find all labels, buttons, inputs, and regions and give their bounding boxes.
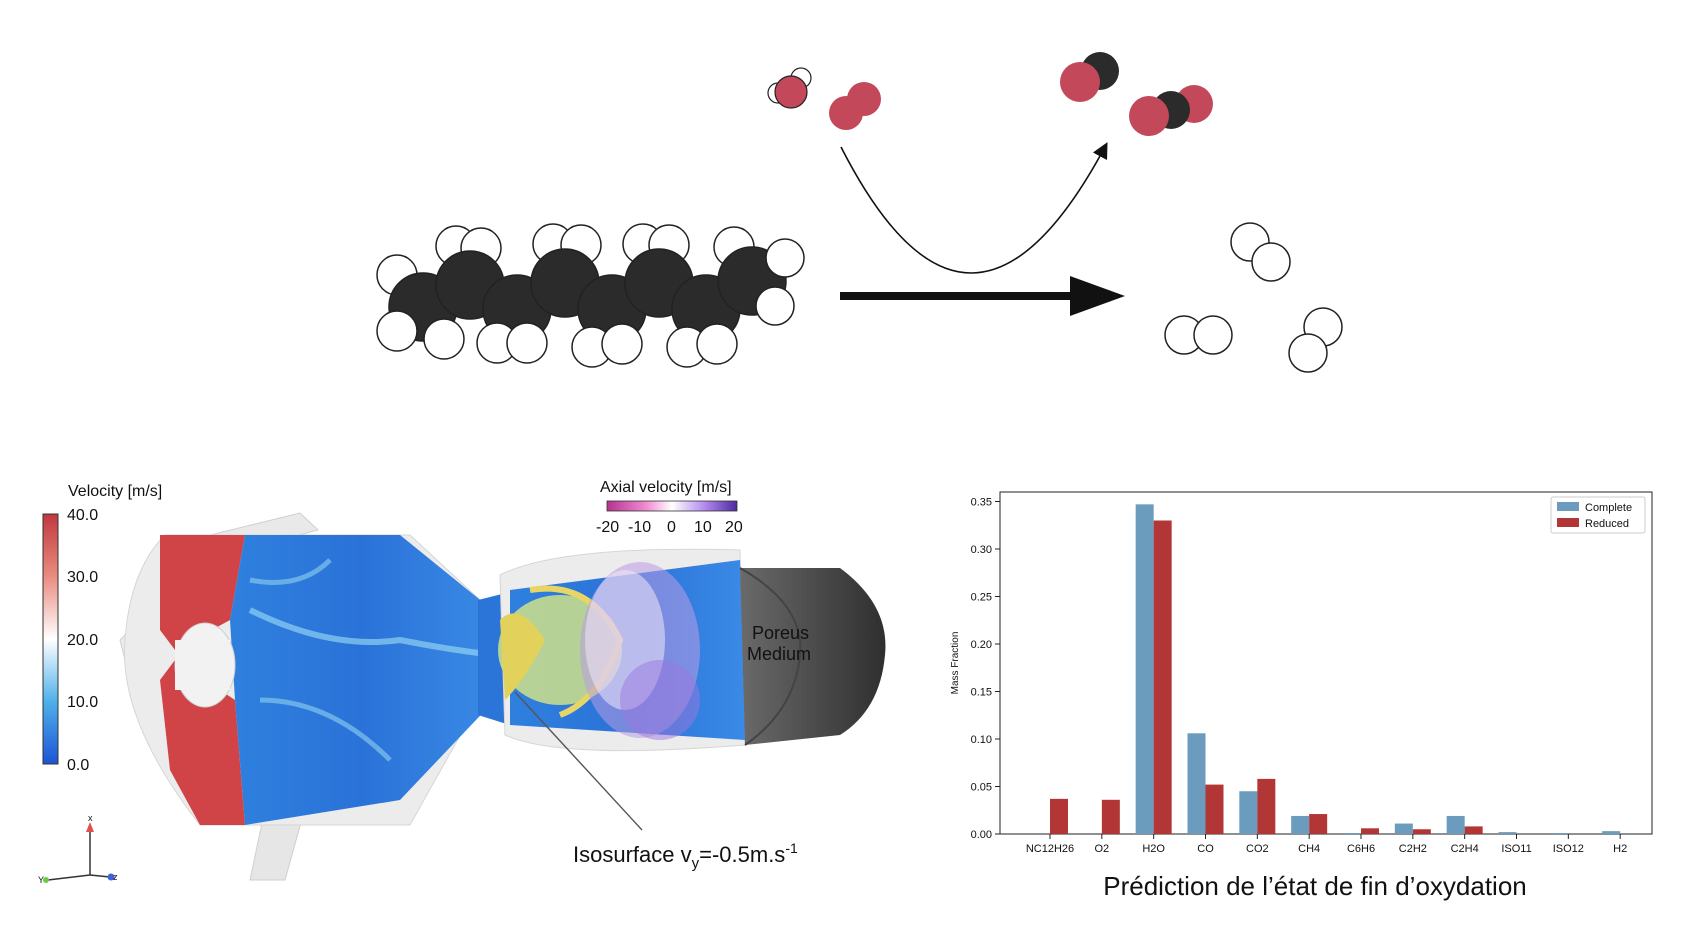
y-axis: 0.00 0.05 0.10 0.15 0.20 0.25 0.30 0.35 (971, 497, 1000, 841)
x-tick-label: NC12H26 (1026, 843, 1074, 855)
isosurface-leader-line (514, 691, 643, 831)
y-axis-label: Mass Fraction (950, 632, 961, 695)
axial-tick: -10 (628, 519, 651, 536)
bars (1050, 504, 1621, 834)
y-tick-label: 0.10 (971, 734, 992, 746)
x-tick-label: CO (1197, 843, 1214, 855)
axial-tick: 20 (725, 519, 743, 536)
dodecane-molecule (376, 223, 805, 368)
triad-x-label: x (88, 813, 93, 823)
water-molecule (767, 67, 812, 109)
y-tick-label: 0.25 (971, 592, 992, 604)
x-tick-label: CO2 (1246, 843, 1269, 855)
y-tick-label: 0.00 (971, 829, 992, 841)
bar-reduced-c2h2 (1412, 829, 1431, 834)
combustor-geometry (119, 512, 886, 881)
bar-reduced-co2 (1257, 778, 1276, 834)
bar-complete-ch4 (1291, 815, 1310, 834)
bar-reduced-ch4 (1309, 814, 1328, 834)
mass-fraction-chart: 0.00 0.05 0.10 0.15 0.20 0.25 0.30 0.35 NC12H26… (950, 491, 1653, 901)
bar-reduced-co (1205, 784, 1224, 834)
bar-complete-c2h4 (1446, 815, 1465, 834)
intermediate-arrow (840, 142, 1108, 274)
y-tick-label: 0.05 (971, 782, 992, 794)
legend-label-complete: Complete (1585, 502, 1632, 514)
triad-z-label: z (113, 872, 118, 882)
legend-swatch-reduced (1557, 518, 1579, 527)
x-tick-label: ISO11 (1501, 843, 1531, 855)
velocity-tick: 20.0 (67, 632, 98, 649)
reaction-diagram (376, 52, 1343, 373)
co2-molecule (1129, 85, 1213, 136)
axial-tick: 0 (667, 519, 676, 536)
bar-reduced-nc12h26 (1050, 798, 1068, 834)
main-reaction-arrowhead (1070, 276, 1125, 316)
velocity-legend-title: Velocity [m/s] (68, 483, 162, 500)
h2-molecule (1288, 307, 1343, 373)
x-tick-label: H2 (1613, 843, 1627, 855)
plot-area (999, 491, 1653, 835)
h2-molecule (1164, 315, 1233, 355)
bar-complete-co2 (1239, 791, 1258, 834)
axis-triad: x Y z (38, 813, 118, 885)
velocity-tick: 10.0 (67, 694, 98, 711)
porous-medium-label: Poreus (752, 623, 809, 643)
oxygen-molecule (829, 82, 881, 130)
triad-y-label: Y (38, 875, 44, 885)
cfd-simulation: Velocity [m/s] 40.0 30.0 20.0 10.0 0.0 A… (38, 479, 886, 885)
x-tick-label: H2O (1142, 843, 1165, 855)
x-axis: NC12H26 O2 H2O CO CO2 CH4 C6H6 C2H2 C2H4 ISO11 ISO… (1026, 834, 1627, 855)
x-tick-label: CH4 (1298, 843, 1320, 855)
isosurface-label: Isosurface vy=-0.5m.s-1 (573, 840, 798, 872)
x-tick-label: C6H6 (1347, 843, 1375, 855)
bar-reduced-o2 (1101, 799, 1120, 834)
chart-legend: Complete Reduced (1550, 496, 1646, 534)
bar-complete-c6h6 (1343, 833, 1361, 834)
h2-molecule (1230, 222, 1291, 282)
porous-medium-label: Medium (747, 644, 811, 664)
axial-legend-title: Axial velocity [m/s] (600, 479, 732, 496)
velocity-tick: 30.0 (67, 569, 98, 586)
bar-complete-iso12 (1550, 833, 1569, 834)
velocity-tick: 0.0 (67, 757, 89, 774)
axial-tick: -20 (596, 519, 619, 536)
bar-complete-co (1187, 733, 1206, 834)
co-molecule (1060, 52, 1119, 102)
bar-complete-iso11 (1498, 832, 1517, 834)
y-tick-label: 0.30 (971, 544, 992, 556)
y-tick-label: 0.20 (971, 639, 992, 651)
y-tick-label: 0.35 (971, 497, 992, 509)
y-tick-label: 0.15 (971, 687, 992, 699)
x-tick-label: C2H2 (1399, 843, 1427, 855)
velocity-colorbar (42, 513, 59, 765)
x-tick-label: C2H4 (1451, 843, 1479, 855)
chart-caption: Prédiction de l’état de fin d’oxydation (1103, 871, 1527, 901)
bar-complete-h2o (1135, 504, 1154, 834)
bar-reduced-c6h6 (1361, 828, 1379, 834)
bar-reduced-c2h4 (1464, 826, 1483, 834)
x-tick-label: ISO12 (1553, 843, 1584, 855)
bar-reduced-h2o (1153, 520, 1172, 834)
legend-swatch-complete (1557, 502, 1579, 511)
bar-complete-h2 (1602, 831, 1621, 834)
axial-colorbar (606, 500, 738, 512)
axial-tick: 10 (694, 519, 712, 536)
bar-complete-c2h2 (1394, 823, 1413, 834)
x-tick-label: O2 (1094, 843, 1109, 855)
velocity-tick: 40.0 (67, 507, 98, 524)
legend-label-reduced: Reduced (1585, 518, 1629, 530)
